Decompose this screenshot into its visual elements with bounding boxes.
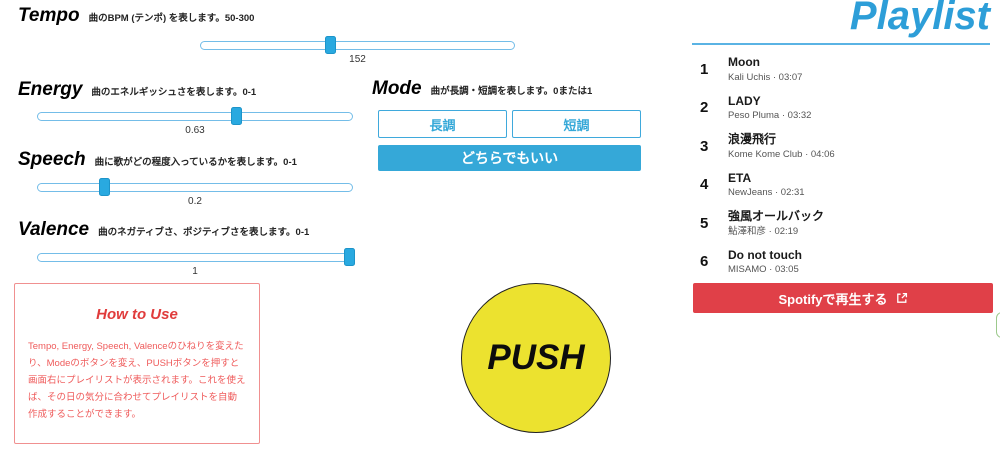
playlist-divider	[692, 43, 990, 45]
push-button-label: PUSH	[487, 338, 585, 377]
tempo-header: Tempo 曲のBPM (テンポ) を表します。50-300	[18, 5, 254, 27]
mode-major-button[interactable]: 長調	[378, 110, 507, 138]
tempo-label: Tempo	[18, 5, 80, 26]
speech-slider[interactable]	[37, 178, 353, 196]
track-artist-duration: Peso Pluma · 03:32	[728, 110, 812, 121]
track-artist-duration: Kali Uchis · 03:07	[728, 71, 803, 83]
track-number: 2	[700, 99, 709, 116]
valence-label: Valence	[18, 219, 90, 240]
valence-description: 曲のネガティブさ、ポジティブさを表します。0-1	[98, 227, 310, 238]
track-title: Moon	[728, 55, 760, 70]
tempo-slider[interactable]	[200, 36, 515, 54]
playlist-track-row: 4 ETA NewJeans · 02:31	[700, 170, 992, 198]
mode-description: 曲が長調・短調を表します。0または1	[430, 86, 593, 97]
mode-either-button[interactable]: どちらでもいい	[378, 145, 641, 171]
track-artist-duration: 鮎澤和彦 · 02:19	[728, 225, 799, 237]
speech-value: 0.2	[188, 196, 202, 207]
track-number: 4	[700, 176, 709, 193]
energy-label: Energy	[18, 79, 83, 100]
track-title: ETA	[728, 170, 752, 185]
playlist-track-row: 6 Do not touch MISAMO · 03:05	[700, 247, 992, 275]
tempo-description: 曲のBPM (テンポ) を表します。50-300	[88, 13, 255, 24]
track-number: 5	[700, 214, 709, 232]
speech-label: Speech	[18, 149, 86, 170]
track-number: 6	[700, 253, 709, 270]
mode-header: Mode 曲が長調・短調を表します。0または1	[372, 78, 592, 100]
spotify-play-button[interactable]: Spotifyで再生する	[693, 283, 993, 313]
track-title: 強風オールバック	[728, 209, 825, 224]
how-to-use-title: How to Use	[96, 306, 178, 323]
playlist-track-row: 5 強風オールバック 鮎澤和彦 · 02:19	[700, 209, 992, 237]
tempo-slider-thumb[interactable]	[325, 36, 337, 54]
track-artist-duration: NewJeans · 02:31	[728, 187, 805, 198]
energy-value: 0.63	[185, 125, 205, 136]
track-number: 1	[700, 60, 709, 78]
playlist-title: Playlist	[849, 0, 990, 38]
track-title: 浪漫飛行	[728, 132, 777, 147]
energy-slider[interactable]	[37, 107, 353, 125]
push-button[interactable]: PUSH	[461, 283, 611, 433]
edge-scroll-widget[interactable]	[996, 312, 1000, 338]
playlist-track-row: 1 Moon Kali Uchis · 03:07	[700, 55, 992, 83]
speech-header: Speech 曲に歌がどの程度入っているかを表します。0-1	[18, 149, 297, 171]
valence-slider[interactable]	[37, 248, 355, 266]
how-to-use-body: Tempo, Energy, Speech, Valenceのひねりを変えたり、…	[28, 341, 246, 421]
tempo-value: 152	[349, 54, 366, 65]
mode-label: Mode	[372, 78, 422, 99]
track-artist-duration: MISAMO · 03:05	[728, 264, 799, 275]
energy-slider-thumb[interactable]	[230, 107, 242, 125]
energy-description: 曲のエネルギッシュさを表します。0-1	[91, 87, 257, 98]
how-to-use-panel: How to Use Tempo, Energy, Speech, Valenc…	[14, 283, 260, 444]
playlist-track-row: 3 浪漫飛行 Kome Kome Club · 04:06	[700, 132, 992, 160]
external-link-icon	[896, 292, 908, 304]
valence-slider-thumb[interactable]	[344, 248, 355, 266]
track-title: Do not touch	[728, 247, 802, 262]
track-title: LADY	[728, 93, 761, 108]
mode-minor-button[interactable]: 短調	[512, 110, 641, 138]
track-number: 3	[700, 137, 709, 155]
energy-header: Energy 曲のエネルギッシュさを表します。0-1	[18, 79, 256, 101]
playlist-track-row: 2 LADY Peso Pluma · 03:32	[700, 93, 992, 121]
playlist-track-list: 1 Moon Kali Uchis · 03:07 2 LADY Peso Pl…	[700, 55, 992, 287]
spotify-play-button-label: Spotifyで再生する	[778, 291, 888, 307]
speech-description: 曲に歌がどの程度入っているかを表します。0-1	[94, 157, 297, 168]
valence-header: Valence 曲のネガティブさ、ポジティブさを表します。0-1	[18, 219, 309, 241]
speech-slider-thumb[interactable]	[99, 178, 111, 196]
track-artist-duration: Kome Kome Club · 04:06	[728, 148, 835, 160]
valence-value: 1	[192, 266, 198, 277]
